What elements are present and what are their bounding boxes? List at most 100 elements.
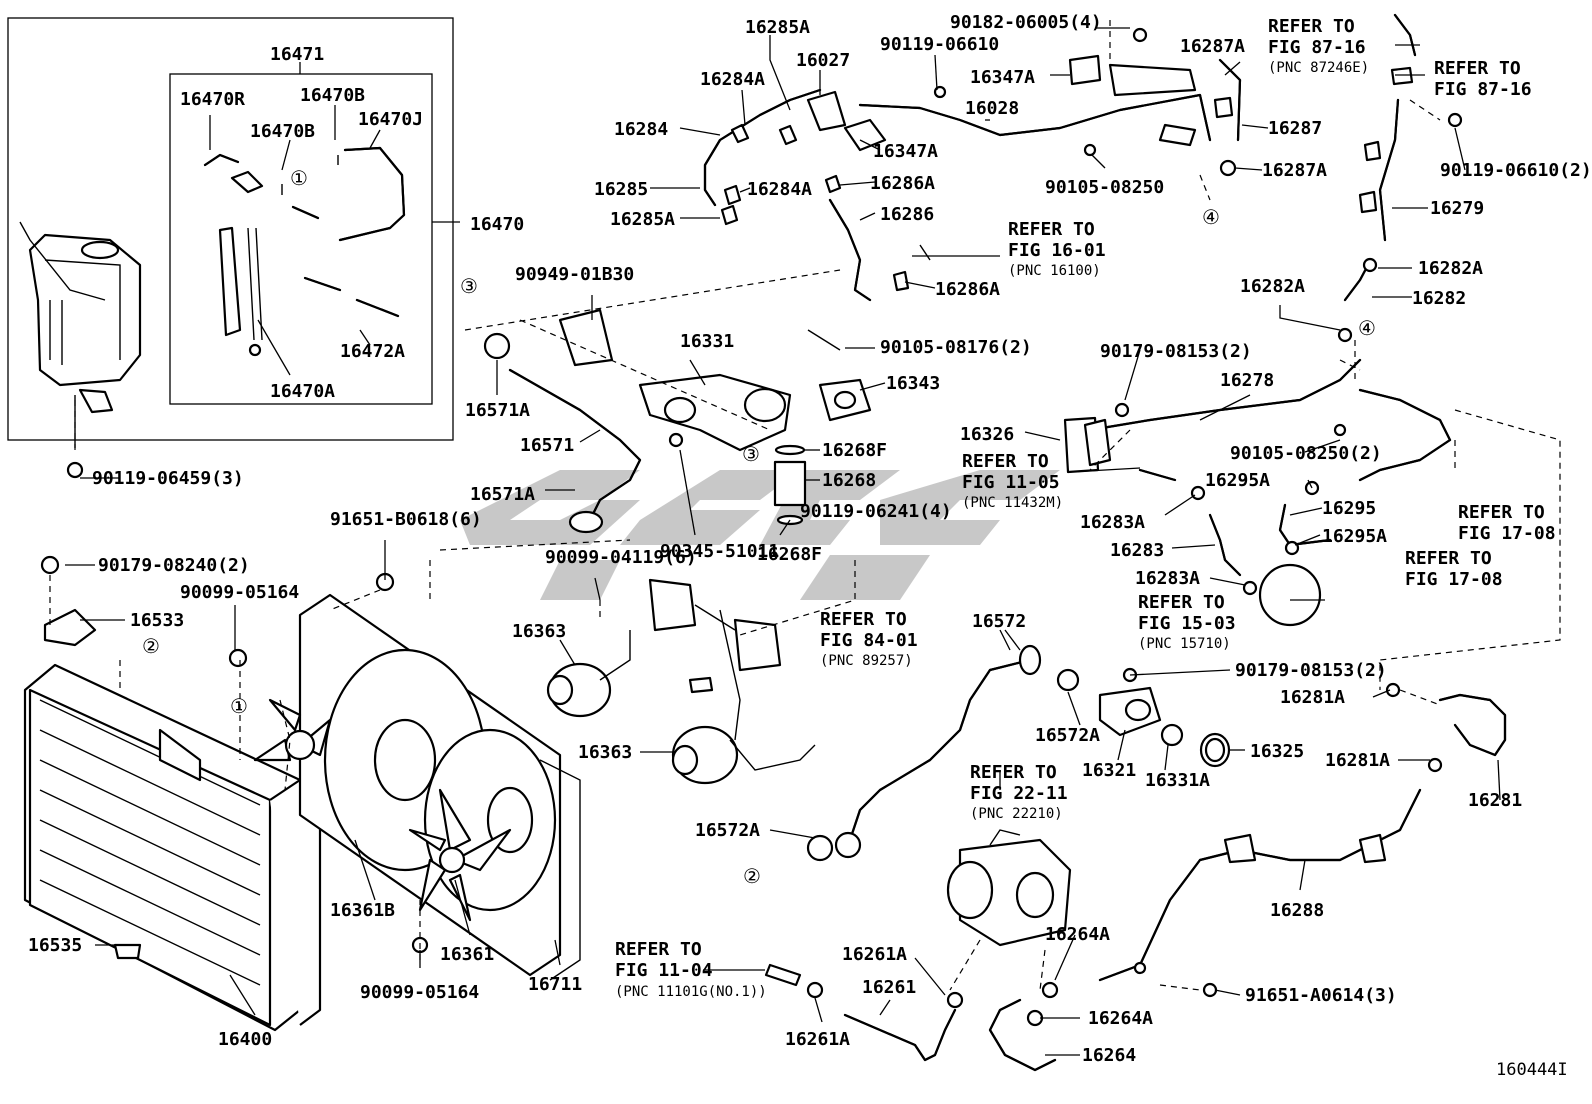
ref-fig-87-16-a: REFER TO FIG 87-16 (PNC 87246E) [1268, 16, 1369, 76]
label-16321: 16321 [1082, 760, 1136, 781]
reservoir-hoses [203, 146, 406, 357]
label-16347A: 16347A [970, 67, 1035, 88]
label-16470B: 16470B [300, 85, 365, 106]
radiator-brackets [40, 461, 429, 960]
marker-3: ③ [742, 442, 760, 466]
label-90179-08153: 90179-08153(2) [1100, 341, 1252, 362]
svg-text:FIG 11-04: FIG 11-04 [615, 960, 713, 981]
svg-text:REFER TO: REFER TO [1268, 16, 1355, 37]
label-16264A: 16264A [1045, 924, 1110, 945]
svg-text:REFER TO: REFER TO [970, 762, 1057, 783]
marker-3: ③ [460, 274, 478, 298]
label-16282: 16282 [1412, 288, 1466, 309]
marker-4: ④ [1202, 205, 1220, 229]
reservoir-tank [19, 221, 142, 448]
label-16295A: 16295A [1205, 470, 1270, 491]
svg-text:REFER TO: REFER TO [615, 939, 702, 960]
label-90949-01B30: 90949-01B30 [515, 264, 634, 285]
label-16286: 16286 [880, 204, 934, 225]
label-16285A: 16285A [610, 209, 675, 230]
label-90179-08153: 90179-08153(2) [1235, 660, 1387, 681]
radiator [23, 663, 322, 1032]
label-16283A: 16283A [1135, 568, 1200, 589]
label-16261A: 16261A [842, 944, 907, 965]
label-16363: 16363 [578, 742, 632, 763]
svg-text:(PNC 15710): (PNC 15710) [1138, 636, 1231, 652]
fan-blades [253, 698, 512, 922]
label-16028: 16028 [965, 98, 1019, 119]
svg-text:FIG 16-01: FIG 16-01 [1008, 240, 1106, 261]
label-16284A: 16284A [700, 69, 765, 90]
water-pipe-16028 [858, 27, 1212, 157]
label-90182-06005: 90182-06005(4) [950, 12, 1102, 33]
label-16261A: 16261A [785, 1029, 850, 1050]
label-16287A: 16287A [1262, 160, 1327, 181]
label-16572A: 16572A [1035, 725, 1100, 746]
svg-text:(PNC 11101G(NO.1)): (PNC 11101G(NO.1)) [615, 984, 767, 1000]
label-16325: 16325 [1250, 741, 1304, 762]
label-16572: 16572 [972, 611, 1026, 632]
label-16287: 16287 [1268, 118, 1322, 139]
label-16286A: 16286A [870, 173, 935, 194]
svg-text:FIG 11-05: FIG 11-05 [962, 472, 1060, 493]
marker-1: ① [230, 694, 248, 718]
throttle-body [946, 829, 1072, 947]
label-16535: 16535 [28, 935, 82, 956]
svg-text:(PNC 87246E): (PNC 87246E) [1268, 60, 1369, 76]
label-16331A: 16331A [1145, 770, 1210, 791]
label-16287A: 16287A [1180, 36, 1245, 57]
pipe-16288 [1098, 788, 1422, 998]
label-16282A: 16282A [1418, 258, 1483, 279]
label-90105-08250-2: 90105-08250(2) [1230, 443, 1382, 464]
ref-fig-16-01: REFER TO FIG 16-01 (PNC 16100) [1008, 219, 1106, 279]
label-16281A: 16281A [1325, 750, 1390, 771]
diagram-id: 160444I [1496, 1060, 1568, 1080]
label-16279: 16279 [1430, 198, 1484, 219]
label-16281: 16281 [1468, 790, 1522, 811]
heater-hoses-upper [703, 88, 931, 302]
hoses-16283-16295 [1138, 468, 1332, 627]
label-16361: 16361 [440, 944, 494, 965]
label-16281A: 16281A [1280, 687, 1345, 708]
water-outlet-16331 [638, 329, 872, 526]
ref-fig-11-04: REFER TO FIG 11-04 (PNC 11101G(NO.1)) [615, 939, 767, 1000]
label-16283: 16283 [1110, 540, 1164, 561]
label-91651-A0614: 91651-A0614(3) [1245, 985, 1397, 1006]
svg-text:FIG 87-16: FIG 87-16 [1434, 79, 1532, 100]
label-16572A: 16572A [695, 820, 760, 841]
lower-radiator-hose [806, 644, 1080, 862]
label-16400: 16400 [218, 1029, 272, 1050]
svg-text:REFER TO: REFER TO [1405, 548, 1492, 569]
fan-motors [546, 630, 816, 785]
label-90179-08240: 90179-08240(2) [98, 555, 250, 576]
label-16470J: 16470J [358, 109, 423, 130]
marker-2: ② [142, 634, 160, 658]
label-16261: 16261 [862, 977, 916, 998]
reference-labels: REFER TO FIG 87-16 (PNC 87246E) REFER TO… [615, 16, 1556, 1000]
label-16264: 16264 [1082, 1045, 1136, 1066]
label-16470: 16470 [470, 214, 524, 235]
label-16285: 16285 [594, 179, 648, 200]
ref-fig-84-01: REFER TO FIG 84-01 (PNC 89257) [820, 609, 918, 669]
svg-text:REFER TO: REFER TO [1434, 58, 1521, 79]
label-16288: 16288 [1270, 900, 1324, 921]
label-16363: 16363 [512, 621, 566, 642]
label-16295: 16295 [1322, 498, 1376, 519]
ref-fig-15-03: REFER TO FIG 15-03 (PNC 15710) [1138, 592, 1236, 652]
label-16268: 16268 [822, 470, 876, 491]
label-91651-B0618: 91651-B0618(6) [330, 509, 482, 530]
ref-fig-22-11: REFER TO FIG 22-11 (PNC 22210) [970, 762, 1068, 822]
label-16470B: 16470B [250, 121, 315, 142]
label-90099-04119: 90099-04119(6) [545, 547, 697, 568]
fan-relays [648, 578, 782, 741]
reservoir-group-box [7, 17, 460, 441]
svg-text:REFER TO: REFER TO [962, 451, 1049, 472]
svg-text:(PNC 11432M): (PNC 11432M) [962, 495, 1063, 511]
label-90119-06610-2: 90119-06610(2) [1440, 160, 1592, 181]
label-16284A: 16284A [747, 179, 812, 200]
label-16571A: 16571A [470, 484, 535, 505]
label-16295A: 16295A [1322, 526, 1387, 547]
label-16571: 16571 [520, 435, 574, 456]
